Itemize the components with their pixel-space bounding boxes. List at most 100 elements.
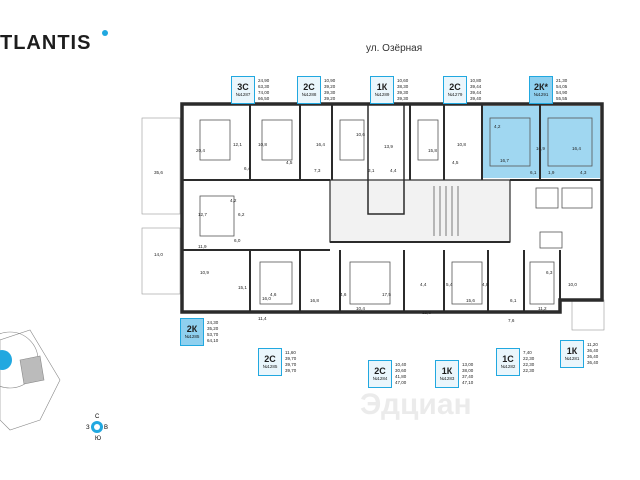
interior-walls bbox=[199, 117, 593, 305]
unit-type: 1К bbox=[566, 346, 578, 356]
room-area-label: 16,4 bbox=[316, 142, 325, 147]
stairs bbox=[433, 186, 459, 236]
room-area-label: 11,2 bbox=[538, 306, 547, 311]
room-area-label: 4,4 bbox=[390, 168, 397, 173]
unit-area-value: 22,30 bbox=[523, 368, 535, 373]
room-area-label: 12,8 bbox=[422, 310, 431, 315]
unit-area-value: 64,10 bbox=[207, 338, 219, 343]
room-area-label: 4,6 bbox=[270, 292, 277, 297]
room-area-label: 7,6 bbox=[508, 318, 515, 323]
unit-area-value: 39,70 bbox=[285, 362, 297, 367]
room-area-label: 5,4 bbox=[446, 282, 453, 287]
unit-type: 1К bbox=[376, 82, 388, 92]
unit-number: №1287 bbox=[235, 92, 251, 97]
unit-area-value: 11,60 bbox=[285, 350, 296, 355]
elevator-shaft bbox=[367, 103, 405, 215]
room-area-label: 6,1 bbox=[510, 298, 517, 303]
unit-type: 1К bbox=[441, 366, 453, 376]
room-area-label: 4,2 bbox=[230, 198, 237, 203]
room-area-label: 4,4 bbox=[420, 282, 427, 287]
unit-type: 2К* bbox=[533, 82, 548, 92]
unit-area-value: 22,30 bbox=[523, 356, 535, 361]
unit-area-value: 39,30 bbox=[397, 96, 409, 101]
room-area-label: 13,9 bbox=[384, 144, 393, 149]
room-area-label: 6,3 bbox=[546, 270, 553, 275]
room-area-label: 16,8 bbox=[310, 298, 319, 303]
unit-area-value: 36,40 bbox=[587, 354, 599, 359]
unit-area-value: 39,20 bbox=[324, 96, 336, 101]
room-area-label: 15,8 bbox=[428, 148, 437, 153]
unit-area-value: 74,00 bbox=[258, 90, 270, 95]
room-area-label: 4,8 bbox=[482, 282, 489, 287]
room-area-label: 15,6 bbox=[466, 298, 475, 303]
watermark: Эдциан bbox=[360, 388, 472, 421]
brand-logo: TLANTIS bbox=[0, 32, 92, 54]
partitions-top bbox=[182, 104, 602, 181]
room-area-label: 35,6 bbox=[154, 170, 163, 175]
room-area-label: 10,6 bbox=[356, 132, 365, 137]
unit-area-value: 66,50 bbox=[258, 96, 270, 101]
room-area-label: 16,7 bbox=[500, 158, 509, 163]
room-area-label: 17,5 bbox=[382, 292, 391, 297]
unit-number: №1279 bbox=[447, 92, 463, 97]
unit-area-value: 47,10 bbox=[462, 380, 474, 385]
unit-area-value: 10,90 bbox=[324, 78, 336, 83]
compass-s: Ю bbox=[95, 436, 101, 441]
room-area-label: 4,5 bbox=[286, 160, 293, 165]
room-area-label: 15,1 bbox=[238, 285, 247, 290]
unit-type: 2К bbox=[186, 324, 198, 334]
unit-area-value: 10,80 bbox=[470, 78, 482, 83]
unit-number: №1283 bbox=[439, 376, 455, 381]
unit-area-value: 63,30 bbox=[258, 84, 270, 89]
compass: С Ю З В bbox=[86, 413, 108, 446]
balcony-left-upper bbox=[141, 117, 181, 215]
room-area-label: 16,4 bbox=[572, 146, 581, 151]
room-area-label: 3,1 bbox=[368, 168, 375, 173]
unit-area-value: 24,30 bbox=[207, 320, 219, 325]
unit-number: №1282 bbox=[500, 364, 516, 369]
unit-number: №1291 bbox=[533, 92, 549, 97]
room-area-label: 16,9 bbox=[536, 146, 545, 151]
balcony-right-lower bbox=[571, 299, 605, 331]
room-area-label: 16,0 bbox=[262, 296, 271, 301]
room-area-label: 11,9 bbox=[198, 244, 207, 249]
unit-area-value: 37,40 bbox=[462, 374, 474, 379]
compass-w: З bbox=[86, 425, 90, 431]
unit-area-value: 39,70 bbox=[285, 356, 297, 361]
unit-number: №1285 bbox=[184, 334, 200, 339]
unit-area-value: 39,44 bbox=[470, 84, 482, 89]
unit-area-value: 7,40 bbox=[523, 350, 532, 355]
room-area-label: 11,4 bbox=[258, 316, 267, 321]
unit-area-value: 54,05 bbox=[556, 84, 568, 89]
room-area-label: 6,4 bbox=[244, 166, 251, 171]
room-area-label: 6,0 bbox=[234, 238, 241, 243]
unit-area-value: 36,40 bbox=[587, 360, 599, 365]
site-marker-icon bbox=[0, 350, 12, 370]
unit-type: 2С bbox=[264, 354, 276, 364]
